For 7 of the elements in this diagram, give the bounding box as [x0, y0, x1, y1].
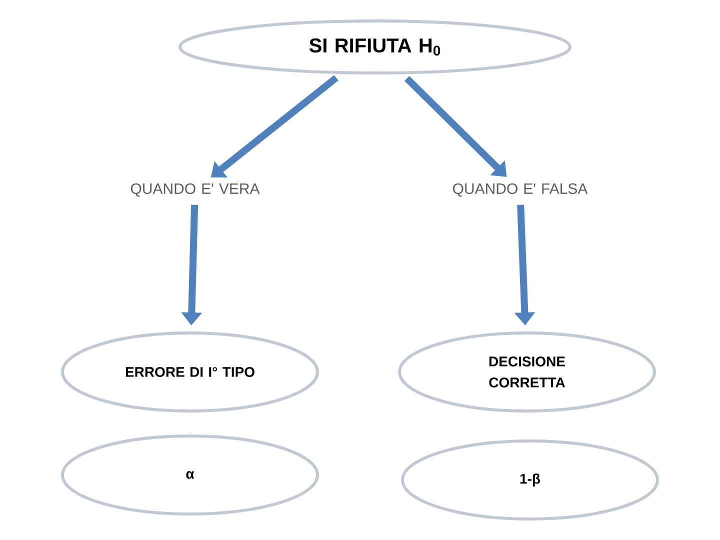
ellipse-node: SI RIFIUTA H$_{0}$	[178, 20, 572, 74]
ellipse-node: DECISIONE CORRETTA	[398, 332, 656, 412]
node-text: QUANDO E' VERA	[130, 183, 260, 197]
node-text: QUANDO E' FALSA	[453, 183, 588, 197]
ellipse-node: ERRORE DI I° TIPO	[61, 332, 319, 412]
ellipse-node: 1-β	[401, 440, 659, 520]
ellipse-node: α	[61, 434, 319, 516]
